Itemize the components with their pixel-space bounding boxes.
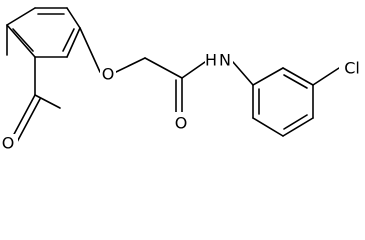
- c-cl-bond: [312, 67, 340, 86]
- ring2-bond-1: [252, 67, 284, 86]
- carbonyl-to-n-bond: [181, 61, 206, 79]
- chlorine-label: Cl: [339, 57, 365, 79]
- ring1-bond-lower-right-inner: [62, 28, 75, 52]
- ketone-oxygen-label: O: [0, 134, 18, 153]
- atom-labels: O H N O O Cl: [0, 48, 365, 152]
- ring2-bond-4: [282, 117, 314, 137]
- ring1-to-oxygen-bond: [79, 27, 101, 73]
- amide-nitrogen-text: N: [219, 51, 231, 70]
- amide-hydrogen-text: H: [205, 51, 217, 70]
- ring1-bond-left-inner: [12, 28, 34, 52]
- n-to-ring2-bond: [232, 61, 254, 86]
- ether-oxygen-label: O: [100, 64, 116, 84]
- ring2-bond-2: [282, 67, 314, 86]
- svg-text:Cl: Cl: [344, 59, 360, 78]
- ring1-bond-top: [6, 7, 36, 26]
- ring2-bond-4-inner: [283, 114, 308, 130]
- amide-nitrogen-label: H N: [205, 48, 233, 70]
- svg-text:O: O: [2, 134, 15, 153]
- amide-oxygen-label: O: [172, 112, 190, 134]
- ring1-bond-left: [6, 24, 36, 58]
- acetyl-bond-methyl: [34, 94, 61, 109]
- carbonyl-ketone-bond: [11, 94, 36, 139]
- ring1-bond-lower-right: [66, 27, 81, 58]
- ch2-to-carbonyl-bond: [144, 57, 183, 79]
- carbonyl-ketone-bond-double: [16, 98, 41, 143]
- molecule-structure: O H N O O Cl: [0, 7, 365, 152]
- svg-text:O: O: [175, 114, 188, 133]
- ring1-bond-right: [66, 7, 81, 29]
- oxygen-to-ch2-bond: [115, 57, 146, 73]
- ring2-bond-2-inner: [283, 74, 308, 89]
- svg-text:O: O: [102, 65, 115, 84]
- bond-lines: [6, 7, 340, 143]
- ring2-bond-5: [252, 117, 284, 137]
